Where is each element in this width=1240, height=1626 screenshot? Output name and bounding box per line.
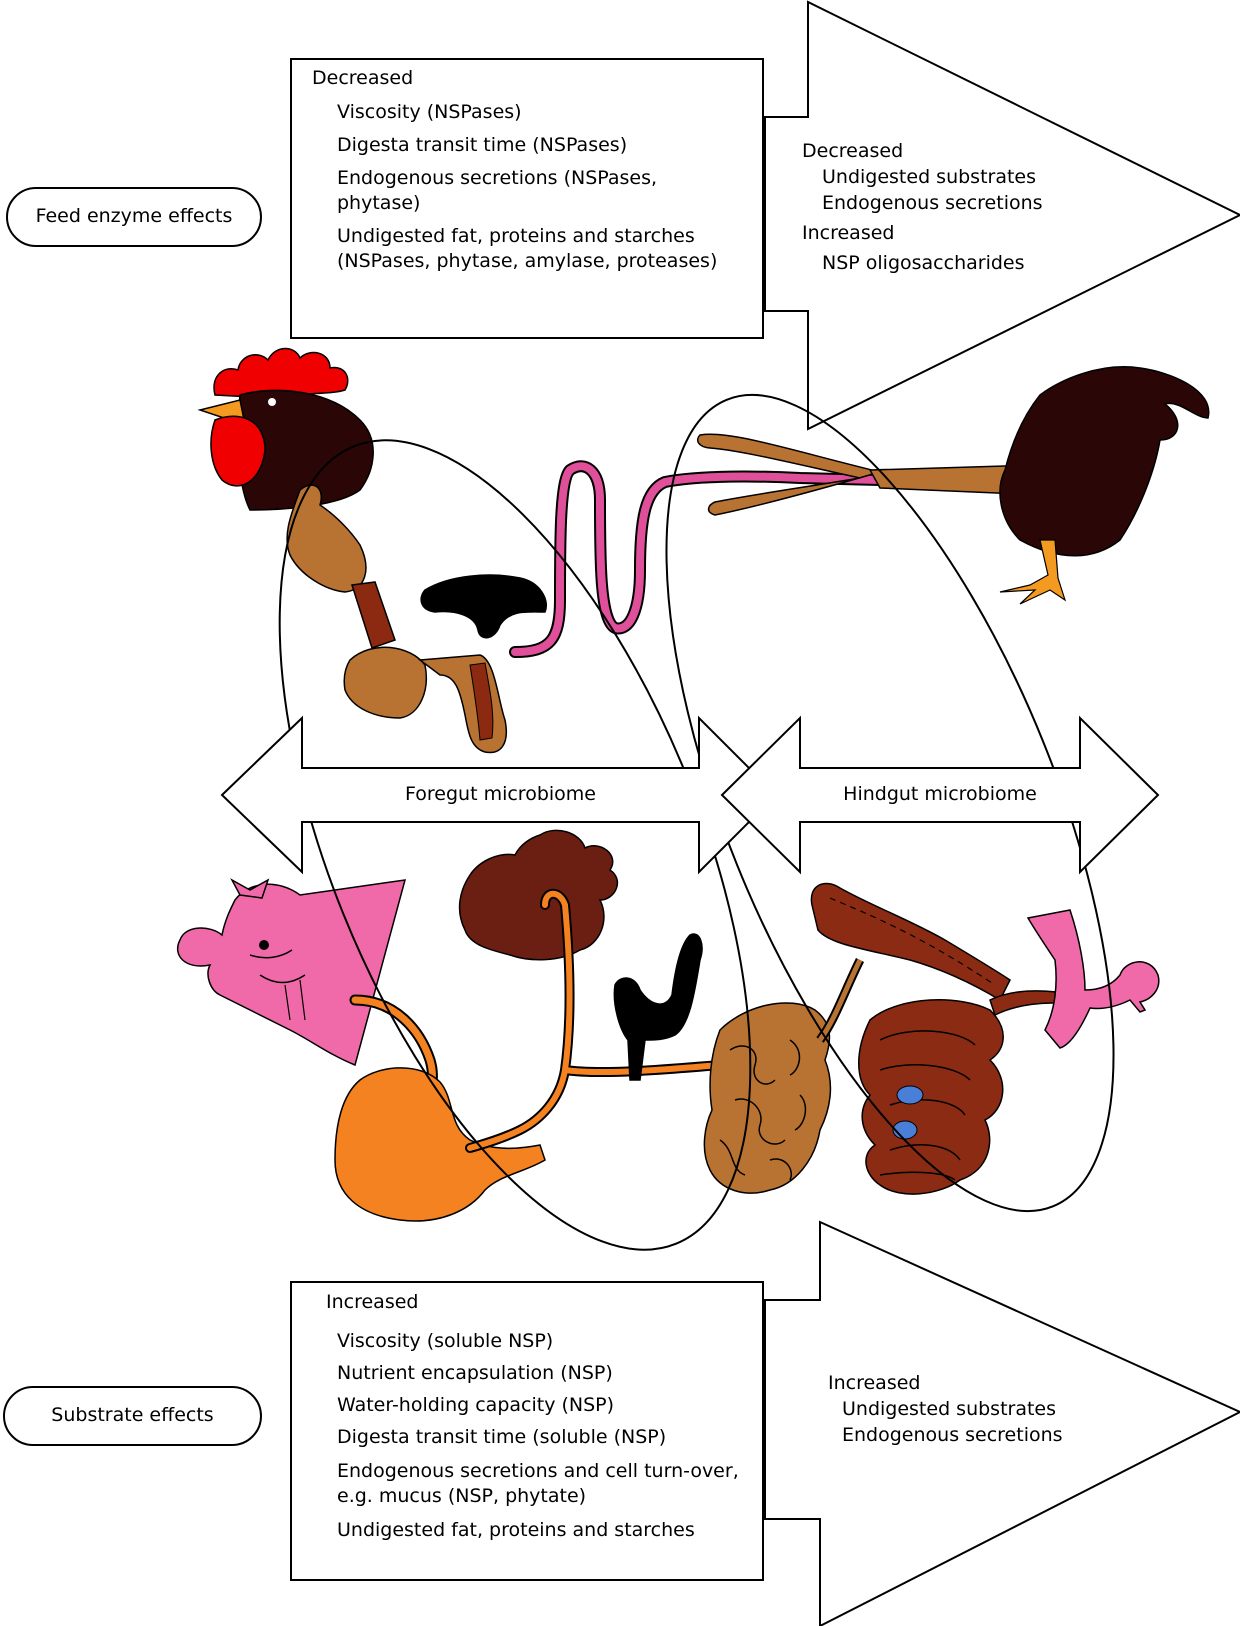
top-box-heading: Decreased: [312, 67, 414, 89]
chicken-eye: [268, 398, 276, 406]
bottom-box-item: Undigested fat, proteins and starches: [337, 1519, 695, 1541]
chicken-small-intestine: [509, 460, 886, 658]
chicken-crop: [286, 484, 367, 593]
chicken-liver: [420, 574, 547, 639]
bottom-arrow-heading: Increased: [828, 1372, 921, 1394]
pig-head: [177, 879, 407, 1067]
top-arrow-heading-increased: Increased: [802, 222, 895, 244]
top-effects-box: [290, 58, 764, 339]
pig-cecum-blue-1: [896, 1085, 924, 1105]
bottom-box-item: Endogenous secretions and cell turn-over…: [337, 1460, 739, 1507]
bottom-effects-box: [290, 1281, 764, 1581]
pig-rear: [1026, 909, 1160, 1049]
pig-ear: [230, 878, 270, 899]
chicken-gizzard: [343, 646, 427, 719]
pig-illustration: [177, 829, 1160, 1222]
chicken-illustration: [197, 347, 1210, 754]
hindgut-ellipse: [665, 393, 1115, 1213]
chicken-head: [237, 389, 374, 511]
pig-cecum: [810, 882, 1011, 1002]
bottom-box-heading: Increased: [326, 1291, 419, 1313]
hindgut-microbiome-label: Hindgut microbiome: [843, 783, 1037, 805]
pig-stomach: [334, 1067, 546, 1222]
bottom-arrow-text: Increased Undigested substrates Endogeno…: [828, 1370, 1128, 1448]
chicken-wattle: [210, 415, 266, 487]
bottom-effects-text: Increased Viscosity (soluble NSP) Nutrie…: [326, 1290, 756, 1551]
top-box-item: Endogenous secretions (NSPases, phytase): [337, 167, 658, 214]
substrate-effects-label: Substrate effects: [51, 1404, 214, 1426]
bottom-box-item: Digesta transit time (soluble (NSP): [337, 1426, 667, 1448]
feed-enzyme-effects-pill: [6, 187, 262, 247]
feed-enzyme-effects-label: Feed enzyme effects: [35, 205, 233, 227]
hindgut-double-arrow: [720, 715, 1160, 875]
chicken-duodenal-loop: [417, 654, 507, 754]
chicken-pancreas: [469, 662, 494, 741]
top-box-item: Viscosity (NSPases): [337, 101, 522, 123]
substrate-effects-pill: [3, 1386, 262, 1446]
top-effects-text: Decreased Viscosity (NSPases) Digesta tr…: [312, 66, 757, 282]
top-effect-arrow: [764, 0, 1240, 431]
top-arrow-heading-decreased: Decreased: [802, 140, 904, 162]
bottom-box-item: Water-holding capacity (NSP): [337, 1394, 615, 1416]
top-arrow-text: Decreased Undigested substrates Endogeno…: [802, 138, 1102, 276]
pig-pancreas: [613, 933, 703, 1081]
pig-spiral-colon: [858, 999, 1004, 1195]
pig-eye: [259, 940, 269, 950]
chicken-comb: [213, 347, 349, 399]
pig-liver: [458, 829, 619, 961]
chicken-small-intestine-fill: [511, 462, 884, 656]
bottom-effect-arrow: [764, 1220, 1240, 1626]
chicken-tail: [999, 366, 1210, 557]
chicken-leg: [999, 539, 1067, 605]
top-box-item: Undigested fat, proteins and starches (N…: [337, 225, 718, 272]
bottom-box-item: Viscosity (soluble NSP): [337, 1330, 554, 1352]
bottom-box-item: Nutrient encapsulation (NSP): [337, 1362, 613, 1384]
pig-small-intestine: [703, 1002, 832, 1194]
chicken-proventriculus: [351, 581, 396, 649]
foregut-microbiome-label: Foregut microbiome: [405, 783, 596, 805]
top-box-item: Digesta transit time (NSPases): [337, 134, 628, 156]
chicken-caeca: [697, 433, 883, 516]
